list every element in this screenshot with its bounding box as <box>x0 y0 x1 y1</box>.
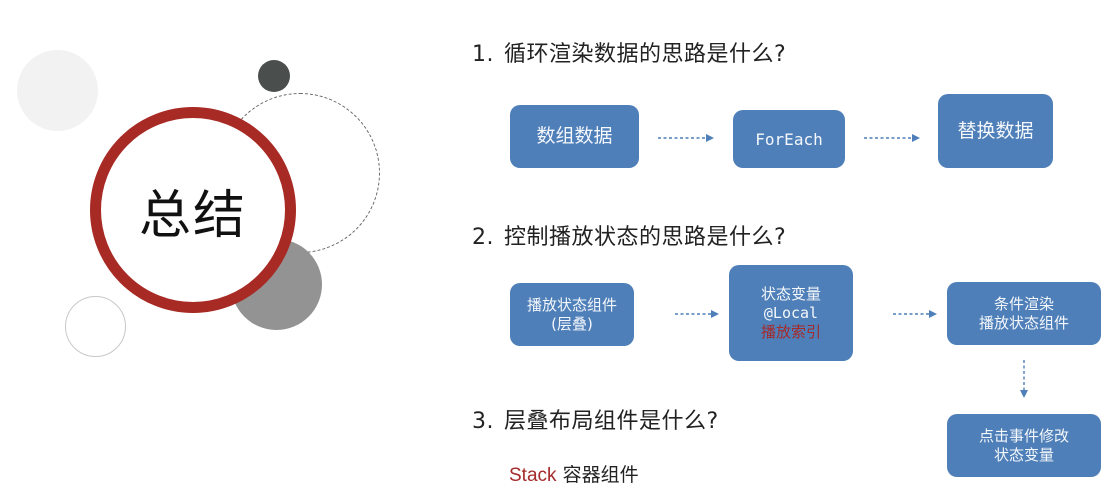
box-label: ForEach <box>755 129 823 149</box>
flow1-box-foreach: ForEach <box>733 110 845 168</box>
arrow-right-icon <box>864 134 920 142</box>
box-label: 点击事件修改 <box>978 426 1069 445</box>
question-text: 层叠布局组件是什么? <box>504 409 719 434</box>
title-ring: 总结 <box>90 107 296 313</box>
question-number: 3. <box>472 409 494 434</box>
box-label-highlight: 播放索引 <box>760 322 821 341</box>
flow2-box-click-event: 点击事件修改 状态变量 <box>947 414 1101 477</box>
decor-circle-light <box>17 50 98 131</box>
box-label: 替换数据 <box>957 119 1034 142</box>
flow2-box-conditional-render: 条件渲染 播放状态组件 <box>947 282 1101 345</box>
question-number: 1. <box>472 42 494 67</box>
flow1-box-array-data: 数组数据 <box>510 105 639 168</box>
box-label: (层叠) <box>551 314 593 333</box>
box-label: 播放状态组件 <box>526 295 617 314</box>
decor-circle-dark <box>258 60 290 92</box>
arrow-right-icon <box>675 310 719 318</box>
arrow-down-icon <box>1020 360 1028 398</box>
question-1: 1. 循环渲染数据的思路是什么? <box>472 36 786 68</box>
flow1-box-replace-data: 替换数据 <box>938 94 1053 168</box>
box-label: 状态变量 <box>993 445 1054 464</box>
box-label: 条件渲染 <box>993 294 1054 313</box>
box-label: 状态变量 <box>760 284 821 303</box>
answer-highlight: Stack <box>509 465 557 486</box>
question-text: 控制播放状态的思路是什么? <box>504 225 787 250</box>
flow2-box-state-variable: 状态变量 @Local 播放索引 <box>729 265 853 361</box>
box-label: 播放状态组件 <box>978 313 1069 332</box>
answer-3: Stack 容器组件 <box>509 460 639 487</box>
question-text: 循环渲染数据的思路是什么? <box>504 42 787 67</box>
question-number: 2. <box>472 225 494 250</box>
box-label: 数组数据 <box>536 125 613 147</box>
question-3: 3. 层叠布局组件是什么? <box>472 403 719 435</box>
flow2-box-play-state-component: 播放状态组件 (层叠) <box>510 283 634 346</box>
page-title: 总结 <box>138 185 247 246</box>
answer-text: 容器组件 <box>562 464 639 486</box>
arrow-right-icon <box>893 310 937 318</box>
decor-circle-outline <box>65 296 126 357</box>
question-2: 2. 控制播放状态的思路是什么? <box>472 219 786 251</box>
box-label-decorator: @Local <box>763 303 819 322</box>
arrow-right-icon <box>658 134 714 142</box>
